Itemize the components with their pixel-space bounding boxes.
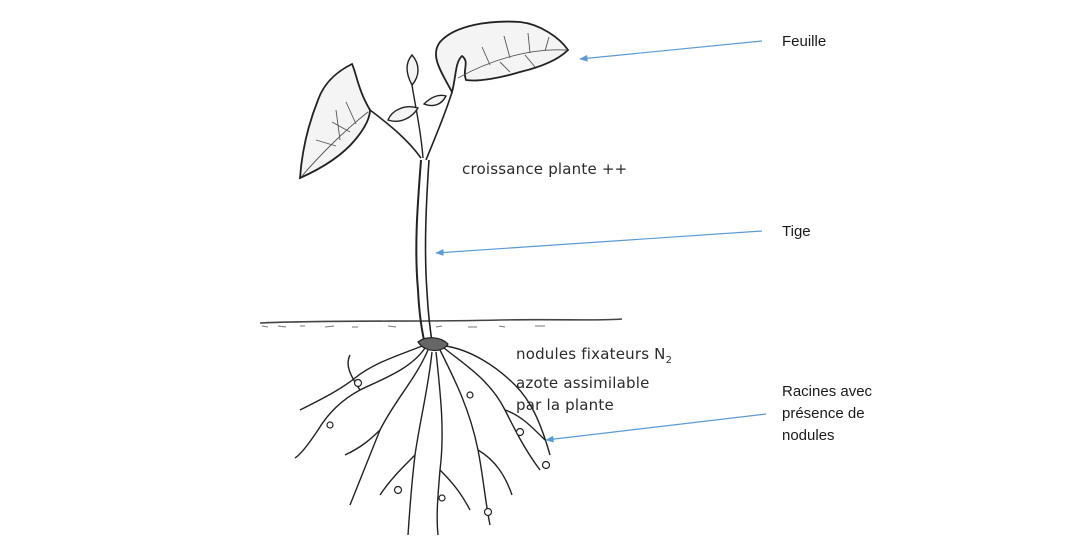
- soil-texture: [261, 325, 545, 328]
- root-crown: [417, 337, 449, 352]
- arrow-roots: [545, 413, 767, 443]
- annotation-nodules-line3: par la plante: [516, 396, 614, 414]
- annotation-nodules: nodules fixateurs N2 azote assimilable p…: [516, 343, 672, 416]
- label-stem: Tige: [782, 223, 811, 240]
- arrow-leaf: [579, 40, 763, 62]
- arrow-stem: [435, 230, 763, 256]
- leaf-left-veins: [301, 101, 369, 177]
- branch-left: [369, 109, 422, 159]
- branch-right: [425, 91, 453, 161]
- root-nodules: [326, 378, 551, 517]
- leaf-small-2: [387, 106, 420, 122]
- annotation-nodules-subscript: 2: [665, 355, 673, 366]
- annotation-nodules-text: nodules fixateurs N: [516, 345, 666, 363]
- leaf-right-drawing: [435, 20, 570, 95]
- leaf-small-1: [406, 53, 419, 87]
- annotation-nodules-line2: azote assimilable: [516, 374, 650, 392]
- leaf-left-drawing: [298, 62, 371, 180]
- soil-line: [259, 318, 623, 324]
- leaf-right-veins: [457, 32, 567, 79]
- branch-bud: [411, 84, 424, 159]
- label-roots-line3: nodules: [782, 427, 835, 444]
- roots-drawing: [294, 345, 551, 536]
- stem-drawing: [415, 159, 427, 349]
- stem-drawing-inner: [424, 159, 434, 349]
- label-roots-line2: présence de: [782, 405, 865, 422]
- label-leaf: Feuille: [782, 33, 827, 50]
- annotation-nodules-line1: nodules fixateurs N2: [516, 343, 672, 372]
- leaf-small-3: [422, 94, 447, 107]
- label-roots: Racines avec présence de nodules: [782, 381, 872, 447]
- label-roots-line1: Racines avec: [782, 383, 873, 400]
- annotation-growth: croissance plante ++: [462, 160, 628, 178]
